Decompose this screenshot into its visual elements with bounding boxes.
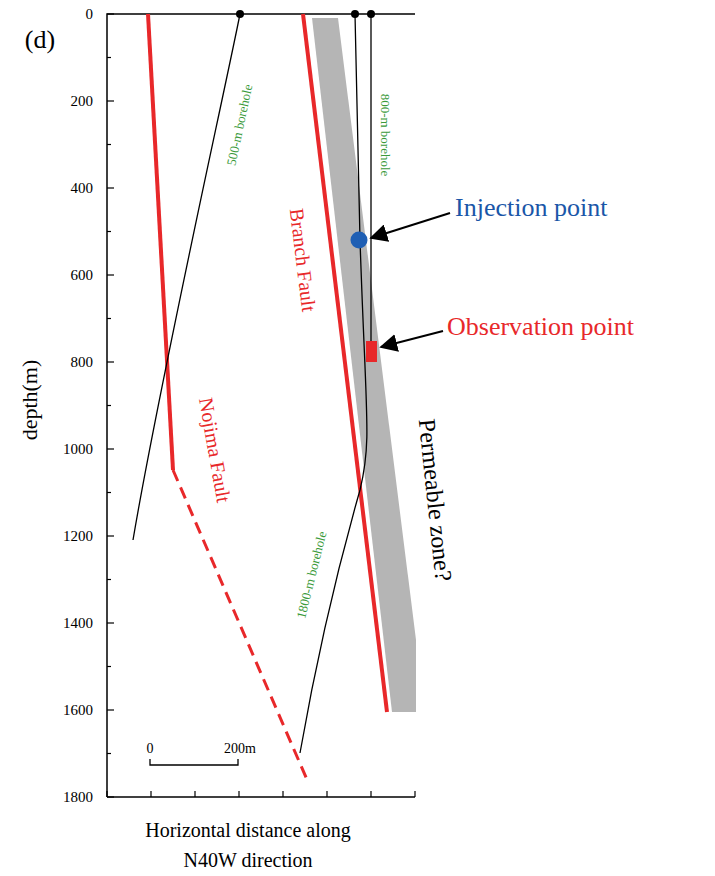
depth-tick	[107, 535, 114, 536]
permeable-zone-band	[312, 18, 416, 712]
distance-tick	[238, 791, 239, 797]
distance-tick	[150, 791, 151, 797]
nojima-fault-dashed	[173, 470, 308, 782]
depth-tick-label: 400	[71, 180, 94, 197]
wellhead-dot	[351, 10, 359, 18]
depth-tick	[107, 361, 114, 362]
distance-tick	[370, 791, 371, 797]
wellhead-dot	[367, 10, 375, 18]
branch-fault-line	[303, 14, 387, 712]
panel-label: (d)	[25, 26, 55, 55]
depth-tick-label: 200	[71, 93, 94, 110]
fault-label: Branch Fault	[286, 207, 320, 313]
callout-arrow	[381, 331, 443, 347]
depth-tick-label: 1200	[63, 528, 93, 545]
scale-label: 200m	[224, 741, 256, 756]
axis-title: Horizontal distance along N40W direction	[138, 815, 358, 875]
depth-tick-label: 600	[71, 267, 94, 284]
callout-label: Injection point	[455, 194, 607, 223]
callout-label: Observation point	[447, 313, 634, 342]
axis-frame	[107, 14, 415, 797]
depth-tick-label: 0	[86, 6, 94, 23]
depth-tick	[107, 187, 114, 188]
borehole-label: 500-m borehole	[224, 83, 255, 167]
bottom-axis	[107, 796, 415, 798]
wellhead-dot	[236, 10, 244, 18]
depth-tick	[107, 709, 114, 710]
injection-point-dot	[351, 232, 368, 249]
zone-label: Permeable zone?	[413, 417, 456, 582]
fault-label: Nojima Fault	[195, 396, 235, 504]
observation-point-mark	[366, 341, 377, 362]
borehole-label: 800-m borehole	[378, 94, 392, 177]
distance-tick	[414, 791, 415, 797]
borehole-label: 1800-m borehole	[294, 530, 329, 620]
depth-tick-label: 800	[71, 354, 94, 371]
scale-label: 0	[147, 741, 154, 756]
axis-title: depth(m)	[18, 360, 42, 441]
distance-tick	[282, 791, 283, 797]
depth-tick	[107, 274, 114, 275]
depth-tick-label: 1000	[63, 441, 93, 458]
axis-ticks	[107, 14, 415, 797]
depth-tick	[107, 100, 114, 101]
depth-tick-label: 1400	[63, 615, 93, 632]
borehole-1800m	[300, 14, 367, 753]
borehole-800m	[370, 14, 371, 352]
depth-tick-label: 1600	[63, 702, 93, 719]
depth-tick	[107, 448, 114, 449]
callout-arrow	[371, 213, 450, 238]
distance-tick	[194, 791, 195, 797]
depth-tick	[107, 622, 114, 623]
scale-bar	[150, 759, 238, 765]
borehole-500m	[133, 14, 240, 540]
distance-tick	[326, 791, 327, 797]
depth-tick-label: 1800	[63, 789, 93, 806]
nojima-fault-line	[148, 14, 173, 470]
